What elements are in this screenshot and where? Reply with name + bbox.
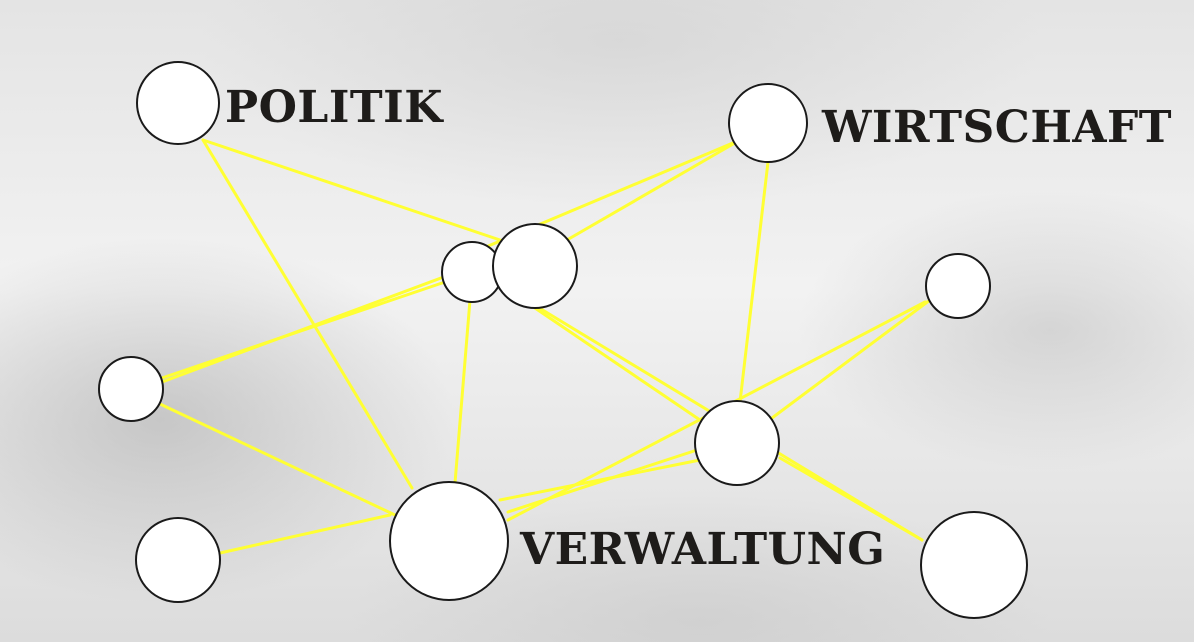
node-left-small [98,356,164,422]
label-verwaltung: VERWALTUNG [520,524,886,575]
edge-wirtschaft-center-right [558,138,742,246]
edge-left-small-verwaltung [158,402,397,517]
nodes-group [98,61,1028,619]
edge-mid-right-bottom-right [778,456,924,542]
node-mid-right [694,400,780,486]
edge-center-left-verwaltung [453,298,472,485]
node-politik [136,61,220,145]
node-right-small [925,253,991,319]
edge-mid-right-right-small [770,298,932,420]
edge-wirtschaft-center-left [453,138,742,262]
edge-bottom-left-verwaltung [218,513,392,555]
node-wirtschaft [728,83,808,163]
edges-group [158,138,932,555]
label-politik: POLITIK [225,82,443,133]
edge-verwaltung-mid-right [498,458,702,502]
edge-center-right-mid-right [530,304,702,422]
node-bottom-left [135,517,221,603]
node-verwaltung [389,481,509,601]
label-wirtschaft: WIRTSCHAFT [822,102,1173,153]
node-center-right [492,223,578,309]
edge-wirtschaft-mid-right [738,160,770,404]
edge-politik-center-right [201,138,502,242]
node-bottom-right [920,511,1028,619]
edge-politik-verwaltung [201,138,414,490]
